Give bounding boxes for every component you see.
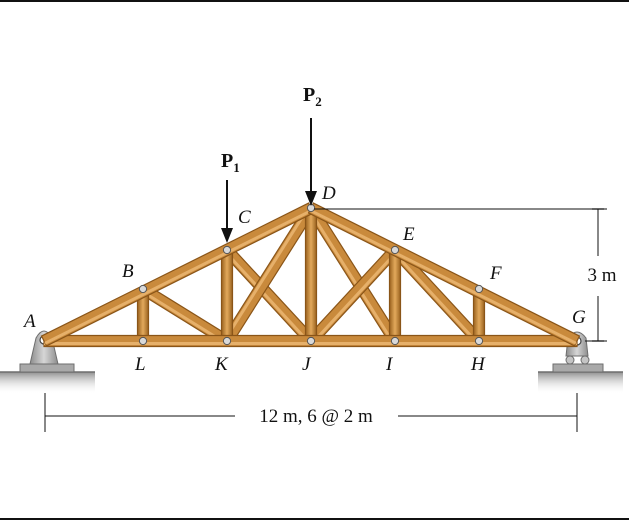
- ground-left: [0, 372, 95, 394]
- ground-right: [538, 372, 623, 394]
- joint-label-a: A: [22, 311, 36, 332]
- span-label: 12 m, 6 @ 2 m: [259, 406, 373, 427]
- height-dimension: 3 m: [314, 208, 617, 342]
- pin-j: [306, 336, 316, 346]
- pin-i: [390, 336, 400, 346]
- member-cj-highlight: [224, 250, 311, 344]
- pin-e: [390, 245, 400, 255]
- load-p1: P1: [221, 150, 240, 243]
- pin-c: [222, 245, 232, 255]
- pin-b: [138, 284, 148, 294]
- member-eh-highlight: [392, 250, 479, 344]
- member-dk-highlight: [223, 205, 311, 341]
- member-je-highlight: [311, 250, 398, 344]
- height-label: 3 m: [587, 265, 616, 286]
- load-p1-label: P1: [221, 150, 240, 175]
- member-bk-highlight: [140, 289, 227, 345]
- member-di-highlight: [307, 208, 395, 344]
- member-dg-highlight: [309, 208, 577, 345]
- joint-label-e: E: [402, 224, 415, 245]
- pin-h: [474, 336, 484, 346]
- truss-pins: [138, 203, 484, 346]
- joint-label-i: I: [385, 354, 394, 375]
- load-p2-label: P2: [303, 84, 322, 109]
- pin-f: [474, 284, 484, 294]
- member-kc: [220, 249, 234, 342]
- joint-label-g: G: [572, 307, 586, 328]
- joint-label-k: K: [214, 354, 229, 375]
- member-ad-highlight: [44, 208, 313, 345]
- span-dimension: 12 m, 6 @ 2 m: [44, 393, 578, 432]
- joint-label-f: F: [489, 263, 502, 284]
- joint-label-b: B: [122, 261, 134, 282]
- member-ie: [388, 249, 402, 342]
- joint-label-c: C: [238, 207, 251, 228]
- joint-label-l: L: [134, 354, 146, 375]
- joint-label-j: J: [302, 354, 312, 375]
- pin-l: [138, 336, 148, 346]
- load-p2: P2: [303, 84, 322, 206]
- joint-label-h: H: [470, 354, 486, 375]
- joint-label-d: D: [321, 183, 336, 204]
- pin-k: [222, 336, 232, 346]
- member-jd: [304, 207, 318, 342]
